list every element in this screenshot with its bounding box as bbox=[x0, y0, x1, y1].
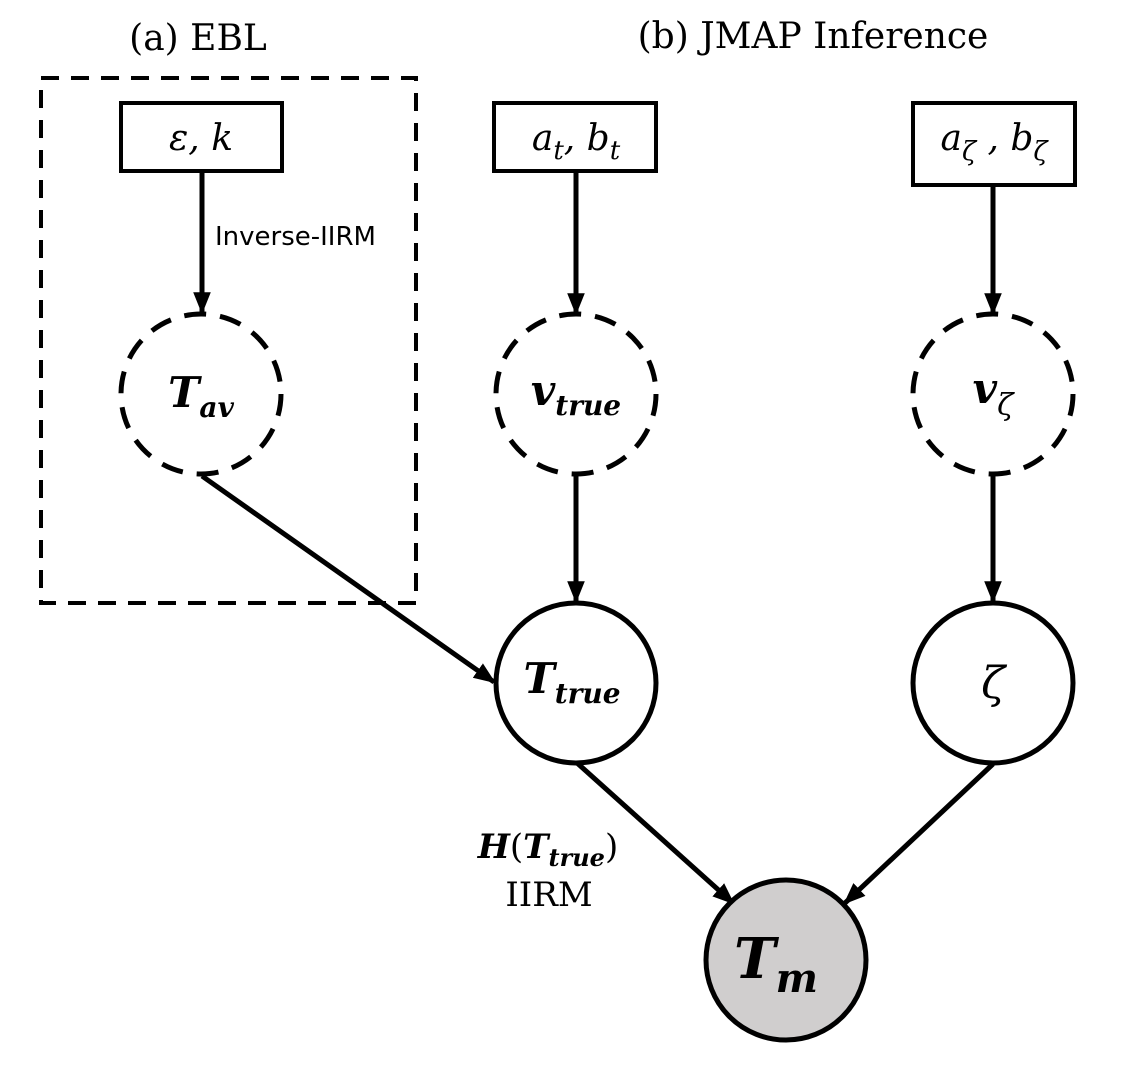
node-v-true-sub: true bbox=[555, 389, 621, 422]
box-az-bz-sep: , bbox=[976, 118, 1010, 159]
box-epsilon-k: ε, k bbox=[119, 101, 284, 173]
box-azeta-bzeta: aζ , bζ bbox=[911, 101, 1077, 187]
node-v-zeta-main: v bbox=[973, 364, 998, 413]
node-t-true: Ttrue bbox=[493, 600, 659, 766]
panel-a-title: (a) EBL bbox=[129, 18, 267, 59]
node-t-m-main: T bbox=[734, 926, 780, 992]
edge-label-h-ttrue: H(Ttrue) bbox=[477, 827, 618, 872]
svg-text:vζ: vζ bbox=[973, 364, 1015, 423]
svg-text:aζ , bζ: aζ , bζ bbox=[940, 118, 1049, 167]
edge-label-h-T: T bbox=[523, 827, 551, 867]
box-az-bz-a-sub: ζ bbox=[962, 137, 978, 167]
node-t-true-main: T bbox=[523, 654, 557, 703]
edge-label-h-sub: true bbox=[548, 843, 604, 872]
svg-text:Ttrue: Ttrue bbox=[523, 654, 620, 710]
box-at-bt-sep: , bbox=[564, 118, 587, 159]
node-zeta: ζ bbox=[910, 600, 1076, 766]
node-v-zeta: vζ bbox=[910, 311, 1076, 477]
node-t-m-sub: m bbox=[776, 955, 818, 1002]
node-zeta-label: ζ bbox=[981, 658, 1008, 709]
box-at-bt-a-sub: t bbox=[553, 136, 564, 166]
box-at-bt: at, bt bbox=[492, 101, 658, 173]
box-epsilon-k-label: ε, k bbox=[169, 118, 233, 159]
node-t-av-main: T bbox=[168, 368, 202, 417]
svg-text:Tm: Tm bbox=[734, 926, 818, 1002]
node-t-m: Tm bbox=[703, 877, 869, 1043]
box-az-bz-b: b bbox=[1010, 118, 1033, 159]
edge-label-h-paren-open: ( bbox=[510, 827, 523, 867]
node-t-av-sub: av bbox=[199, 391, 234, 424]
edge-label-inverse-iirm: Inverse-IIRM bbox=[215, 222, 376, 252]
node-v-true: vtrue bbox=[493, 311, 659, 477]
ebl-dashed-box bbox=[39, 76, 418, 605]
node-t-av: Tav bbox=[118, 311, 284, 477]
node-t-true-sub: true bbox=[555, 677, 621, 710]
svg-text:Tav: Tav bbox=[168, 368, 234, 424]
edge-label-h-paren-close: ) bbox=[605, 827, 618, 867]
node-v-zeta-sub: ζ bbox=[997, 388, 1015, 423]
svg-text:at, bt: at, bt bbox=[532, 118, 621, 166]
box-at-bt-b: b bbox=[587, 118, 610, 159]
edge-ttrue-to-tm bbox=[574, 760, 735, 905]
box-az-bz-b-sub: ζ bbox=[1033, 137, 1049, 167]
box-at-bt-b-sub: t bbox=[610, 136, 621, 166]
edge-label-iirm: IIRM bbox=[505, 875, 592, 915]
box-az-bz-a: a bbox=[940, 118, 961, 159]
box-at-bt-a: a bbox=[532, 118, 553, 159]
svg-text:vtrue: vtrue bbox=[531, 366, 621, 422]
edge-label-h: H bbox=[477, 827, 512, 867]
panel-b-title: (b) JMAP Inference bbox=[638, 16, 989, 57]
node-v-true-main: v bbox=[531, 366, 556, 415]
edge-zeta-to-tm bbox=[843, 762, 995, 905]
edge-tav-to-ttrue bbox=[200, 473, 496, 685]
